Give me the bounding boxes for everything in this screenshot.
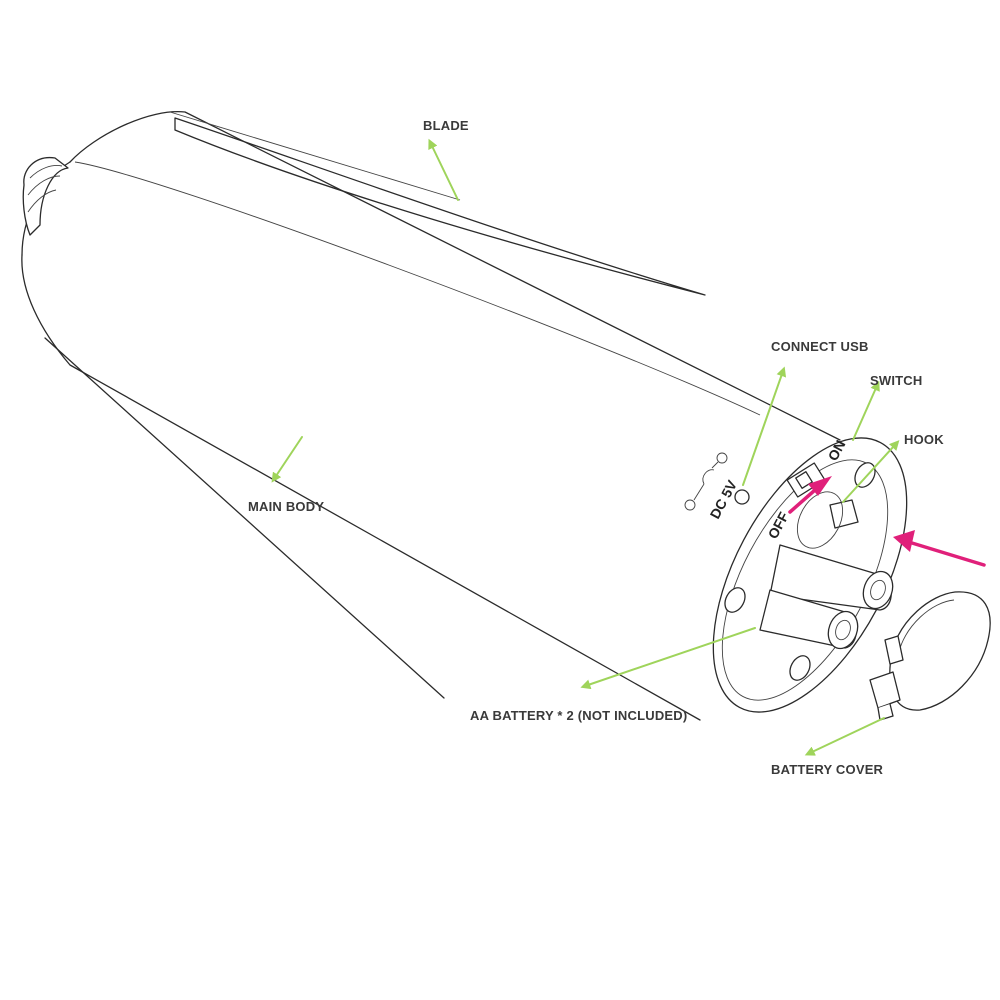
connect-usb-leader bbox=[742, 366, 787, 486]
switch-leader bbox=[852, 380, 880, 441]
battery-cover bbox=[869, 591, 991, 721]
battery-cover-label: BATTERY COVER bbox=[771, 762, 884, 777]
battery-cover-leader bbox=[804, 717, 885, 756]
main-body-label: MAIN BODY bbox=[248, 499, 325, 514]
stake-edge bbox=[44, 337, 445, 699]
battery-leader bbox=[580, 627, 756, 690]
hook-label: HOOK bbox=[904, 432, 944, 447]
main-body-leader bbox=[271, 436, 303, 483]
battery-label: AA BATTERY * 2 (NOT INCLUDED) bbox=[470, 708, 688, 723]
cover-insert-arrow bbox=[910, 541, 986, 567]
top-cap bbox=[22, 157, 69, 236]
batteries bbox=[759, 544, 894, 650]
blade bbox=[174, 117, 706, 296]
hook-leader bbox=[842, 440, 900, 503]
blade-leader bbox=[428, 138, 459, 201]
insertion-arrows bbox=[788, 476, 986, 567]
connect-usb-label: CONNECT USB bbox=[771, 339, 869, 354]
blade-label: BLADE bbox=[423, 118, 469, 133]
switch-label: SWITCH bbox=[870, 373, 923, 388]
leader-lines bbox=[271, 138, 900, 756]
switch-arrow bbox=[788, 488, 817, 514]
